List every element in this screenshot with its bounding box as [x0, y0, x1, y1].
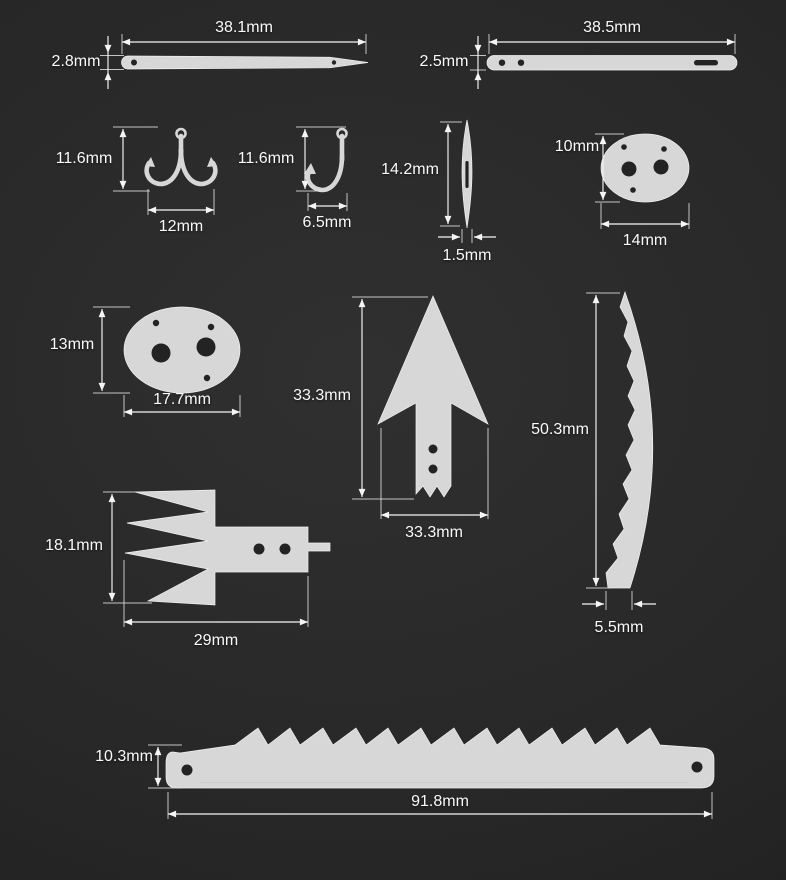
single-fish-hook-height-label: 11.6mm [237, 149, 295, 167]
large-oval-plate-height-label: 13mm [49, 335, 95, 353]
double-fish-hook-height-dimension [113, 126, 158, 192]
small-oval-plate-shape [600, 133, 690, 203]
needle-pin-width-label: 38.1mm [215, 18, 273, 36]
small-oval-plate-width-label: 14mm [622, 231, 668, 249]
awl-needle-height-dimension [440, 121, 462, 227]
double-fish-hook-shape [144, 127, 218, 187]
long-saw-width-label: 91.8mm [411, 792, 469, 810]
arrowhead-width-dimension [380, 428, 489, 519]
long-saw-height-label: 10.3mm [95, 747, 153, 765]
long-saw-width-dimension [167, 792, 713, 819]
arrowhead-width-label: 33.3mm [405, 523, 463, 541]
fork-fish-spear-width-label: 29mm [193, 631, 239, 649]
curved-saw-height-label: 50.3mm [531, 420, 589, 438]
fork-fish-spear-height-label: 18.1mm [45, 536, 103, 554]
arrowhead-shape [377, 295, 489, 498]
single-fish-hook-width-label: 6.5mm [302, 213, 352, 231]
large-oval-plate-height-dimension [93, 306, 130, 394]
flat-blade-bar-width-label: 38.5mm [583, 18, 641, 36]
awl-needle-height-label: 14.2mm [381, 160, 439, 178]
small-oval-plate-width-dimension [600, 203, 690, 229]
fork-fish-spear-height-dimension [103, 491, 152, 604]
needle-pin-height-label: 2.8mm [51, 52, 101, 70]
double-fish-hook-width-label: 12mm [158, 217, 204, 235]
double-fish-hook-height-label: 11.6mm [55, 149, 113, 167]
small-oval-plate-height-dimension [595, 133, 624, 203]
needle-pin-width-dimension [121, 34, 367, 54]
arrowhead-height-dimension [352, 296, 428, 500]
double-fish-hook-width-dimension [147, 189, 215, 215]
large-oval-plate-width-label: 17.7mm [153, 390, 211, 408]
awl-needle-shape [461, 119, 473, 229]
flat-blade-bar-height-dimension [470, 36, 486, 89]
flat-blade-bar-shape [486, 55, 738, 71]
long-saw-height-dimension [148, 744, 182, 789]
long-saw-blade-shape [165, 727, 715, 789]
fork-fish-spear-shape [124, 489, 331, 606]
large-oval-plate-width-dimension [123, 395, 241, 417]
awl-needle-width-dimension [438, 229, 496, 243]
curved-saw-height-dimension [586, 292, 620, 589]
curved-saw-width-dimension [582, 591, 656, 610]
single-fish-hook-width-dimension [307, 193, 348, 211]
flat-blade-bar-width-dimension [488, 34, 736, 54]
curved-saw-width-label: 5.5mm [594, 618, 644, 636]
needle-pin-height-dimension [100, 36, 124, 89]
single-fish-hook-height-dimension [296, 126, 346, 192]
large-oval-plate-shape [123, 306, 241, 394]
needle-pin-shape [121, 55, 369, 70]
single-fish-hook-shape [304, 127, 348, 193]
small-oval-plate-height-label: 10mm [554, 137, 600, 155]
fork-fish-spear-width-dimension [123, 560, 309, 627]
arrowhead-height-label: 33.3mm [293, 386, 351, 404]
curved-saw-blade-shape [605, 290, 654, 589]
awl-needle-width-label: 1.5mm [442, 246, 492, 264]
flat-blade-bar-height-label: 2.5mm [419, 52, 469, 70]
